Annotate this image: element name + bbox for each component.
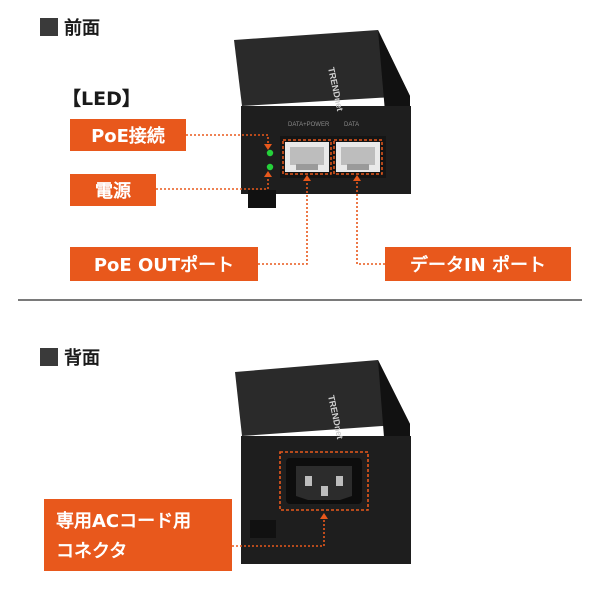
svg-text:DATA: DATA xyxy=(344,122,359,128)
power-callout: 電源 xyxy=(70,174,156,206)
ac-callout-line2: コネクタ xyxy=(56,541,128,562)
power-led-icon xyxy=(266,163,274,171)
back-section-title: 背面 xyxy=(40,344,100,370)
ac-callout-line1: 専用ACコード用 xyxy=(56,511,192,532)
power-callout-text: 電源 xyxy=(95,181,131,202)
data-in-callout: データIN ポート xyxy=(385,247,571,281)
square-bullet-icon xyxy=(40,18,58,36)
power-leader xyxy=(156,176,269,190)
poe-led-icon xyxy=(266,149,274,157)
ac-connector-callout: 専用ACコード用 コネクタ xyxy=(44,499,232,571)
section-divider xyxy=(18,299,582,301)
poe-link-callout-text: PoE接続 xyxy=(91,126,165,147)
data-in-callout-text: データIN ポート xyxy=(409,255,547,276)
square-bullet-icon xyxy=(40,348,58,366)
front-section-title: 前面 xyxy=(40,14,100,40)
poe-out-leader xyxy=(258,180,308,265)
front-title-text: 前面 xyxy=(64,18,100,39)
port-label-text: DATA+POWER xyxy=(288,122,330,128)
poe-link-leader xyxy=(186,134,269,146)
ac-leader xyxy=(232,518,325,547)
poe-out-callout: PoE OUTポート xyxy=(70,247,258,281)
poe-link-callout: PoE接続 xyxy=(70,119,186,151)
led-heading: 【LED】 xyxy=(62,88,141,110)
device-foot xyxy=(248,190,276,208)
poe-out-callout-text: PoE OUTポート xyxy=(93,255,235,276)
device-top-face xyxy=(234,30,410,106)
back-title-text: 背面 xyxy=(64,348,100,369)
back-device-top-face xyxy=(235,360,410,436)
data-in-leader xyxy=(356,180,385,265)
